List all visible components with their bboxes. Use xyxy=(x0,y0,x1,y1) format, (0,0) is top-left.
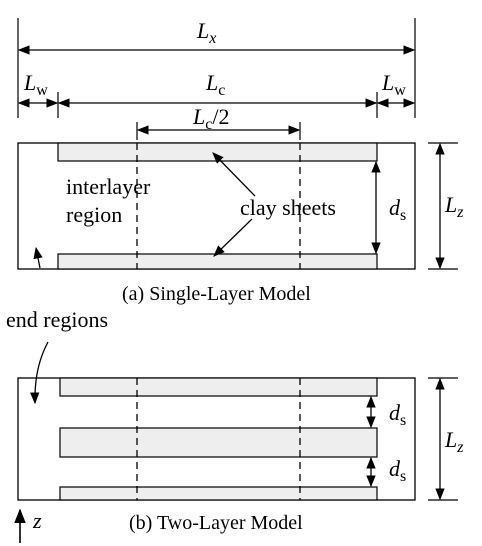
ds-two-lower-label: ds xyxy=(389,456,406,485)
lw-left-label: Lw xyxy=(23,70,48,99)
end-regions-label: end regions xyxy=(6,307,108,332)
clay-sheets-label: clay sheets xyxy=(240,195,336,220)
lc-label: Lc xyxy=(205,70,225,99)
ds-single-label: ds xyxy=(389,195,406,224)
clay-sheet-bottom xyxy=(57,253,378,270)
end-region-pointer-single xyxy=(33,246,43,269)
two-layer-model xyxy=(17,377,416,501)
lz-two-label: Lz xyxy=(444,427,464,456)
ds-two-upper-label: ds xyxy=(389,400,406,429)
caption-single: (a) Single-Layer Model xyxy=(122,283,311,305)
end-region-pointer-two xyxy=(30,341,49,405)
lx-label: Lx xyxy=(196,18,216,47)
interlayer-label-line1: interlayer xyxy=(66,174,151,199)
clay-sheet-pointer-down xyxy=(213,218,253,257)
z-axis-label: z xyxy=(32,508,42,533)
lc-half-label: Lc/2 xyxy=(192,104,229,133)
dimension-lines xyxy=(17,18,416,140)
clay-sheet-pointer-up xyxy=(212,152,256,197)
single-layer-model xyxy=(17,142,416,270)
interlayer-label-line2: region xyxy=(66,202,122,227)
two-layer-sheet-middle xyxy=(59,427,378,458)
lw-right-label: Lw xyxy=(381,70,406,99)
caption-two: (b) Two-Layer Model xyxy=(129,512,303,534)
lz-single-label: Lz xyxy=(444,192,464,221)
two-layer-sheet-bottom xyxy=(59,486,378,501)
two-layer-sheet-top xyxy=(59,377,378,397)
